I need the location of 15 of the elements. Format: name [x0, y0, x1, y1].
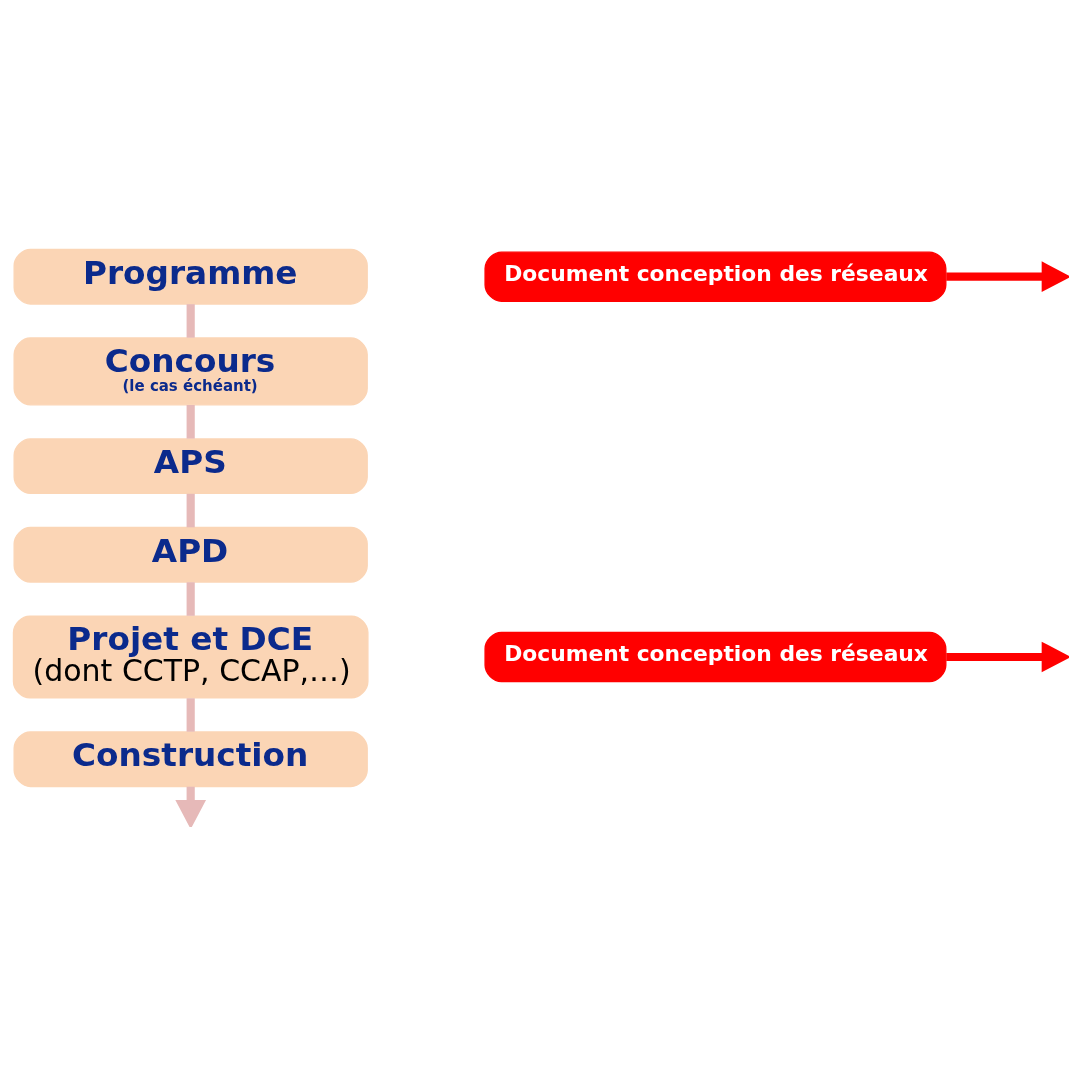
- connector: [186, 698, 195, 732]
- connector: [186, 582, 195, 616]
- node-box: APS: [13, 438, 368, 495]
- connector: [186, 304, 195, 338]
- node-box: Concours (le cas échéant): [13, 337, 368, 406]
- node-box: Document conception des réseaux: [484, 631, 947, 683]
- connector: [186, 493, 195, 528]
- arrow: [946, 641, 1069, 673]
- node-box: Programme: [13, 248, 368, 305]
- node-box: Projet et DCE (dont CCTP, CCAP,…): [12, 615, 369, 699]
- arrow: [946, 261, 1069, 293]
- connector: [186, 405, 195, 439]
- node-box: APD: [13, 526, 368, 583]
- node-box: Document conception des réseaux: [484, 251, 947, 302]
- node-box: Construction: [13, 731, 368, 788]
